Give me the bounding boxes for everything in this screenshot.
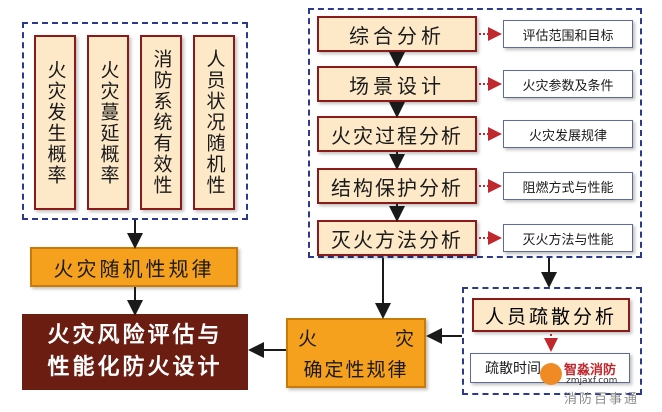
result-label: 灭火方法与性能: [522, 232, 614, 248]
evacuation-group: [462, 287, 642, 395]
evacuation-result-label: 疏散时间: [485, 361, 541, 377]
final-line2: 性能化防火设计: [47, 355, 223, 380]
step-label: 综合分析: [349, 23, 445, 48]
result-label: 火灾发展规律: [528, 128, 607, 144]
watermark-account: 消防百事通: [564, 392, 640, 407]
evacuation-label: 人员疏散分析: [484, 305, 617, 328]
result-development: 火灾发展规律: [503, 120, 633, 148]
column-fire-spread: 火灾蔓延概率: [87, 35, 129, 210]
step-label: 灭火方法分析: [331, 227, 463, 252]
step-comprehensive: 综合分析: [317, 16, 477, 52]
watermark-logo: [540, 363, 562, 385]
column-fire-occurrence: 火灾发生概率: [34, 35, 76, 210]
step-label: 结构保护分析: [331, 175, 463, 200]
result-label: 评估范围和目标: [522, 28, 614, 44]
final-box: 火灾风险评估与 性能化防火设计: [22, 314, 248, 390]
result-label: 阻燃方式与性能: [522, 180, 614, 196]
deterministic-char-left: 火: [298, 328, 318, 350]
step-label: 场景设计: [349, 73, 445, 98]
result-parameters: 火灾参数及条件: [503, 70, 633, 98]
step-fire-process: 火灾过程分析: [317, 116, 477, 152]
column-label: 火灾发生概率: [44, 59, 67, 186]
column-label: 火灾蔓延概率: [97, 59, 120, 186]
watermark-site: zmjaxf.com: [566, 376, 618, 386]
deterministic-char-right: 灾: [394, 328, 414, 350]
watermark: 智淼消防 zmjaxf.com 消防百事通: [540, 357, 652, 407]
fire-randomness-box: 火灾随机性规律: [30, 247, 238, 287]
column-label: 人员状况随机性: [203, 49, 226, 196]
deterministic-line1: 火 灾: [298, 324, 414, 351]
result-scope: 评估范围和目标: [503, 20, 633, 48]
column-label: 消防系统有效性: [150, 49, 173, 196]
step-extinguish: 灭火方法分析: [317, 220, 477, 256]
deterministic-box: 火 灾 确定性规律: [286, 318, 426, 388]
final-line1: 火灾风险评估与: [47, 323, 223, 349]
step-label: 火灾过程分析: [331, 123, 463, 148]
fire-randomness-label: 火灾随机性规律: [53, 256, 215, 281]
deterministic-line2: 确定性规律: [303, 359, 409, 381]
analysis-group: [308, 8, 642, 258]
evacuation-box: 人员疏散分析: [472, 298, 630, 332]
result-method: 灭火方法与性能: [503, 224, 633, 252]
column-system-effectiveness: 消防系统有效性: [140, 35, 182, 210]
watermark-brand: 智淼消防: [564, 359, 617, 378]
column-personnel-randomness: 人员状况随机性: [193, 35, 235, 210]
probability-group: [22, 22, 248, 220]
result-retardant: 阻燃方式与性能: [503, 172, 633, 200]
result-label: 火灾参数及条件: [522, 78, 614, 94]
